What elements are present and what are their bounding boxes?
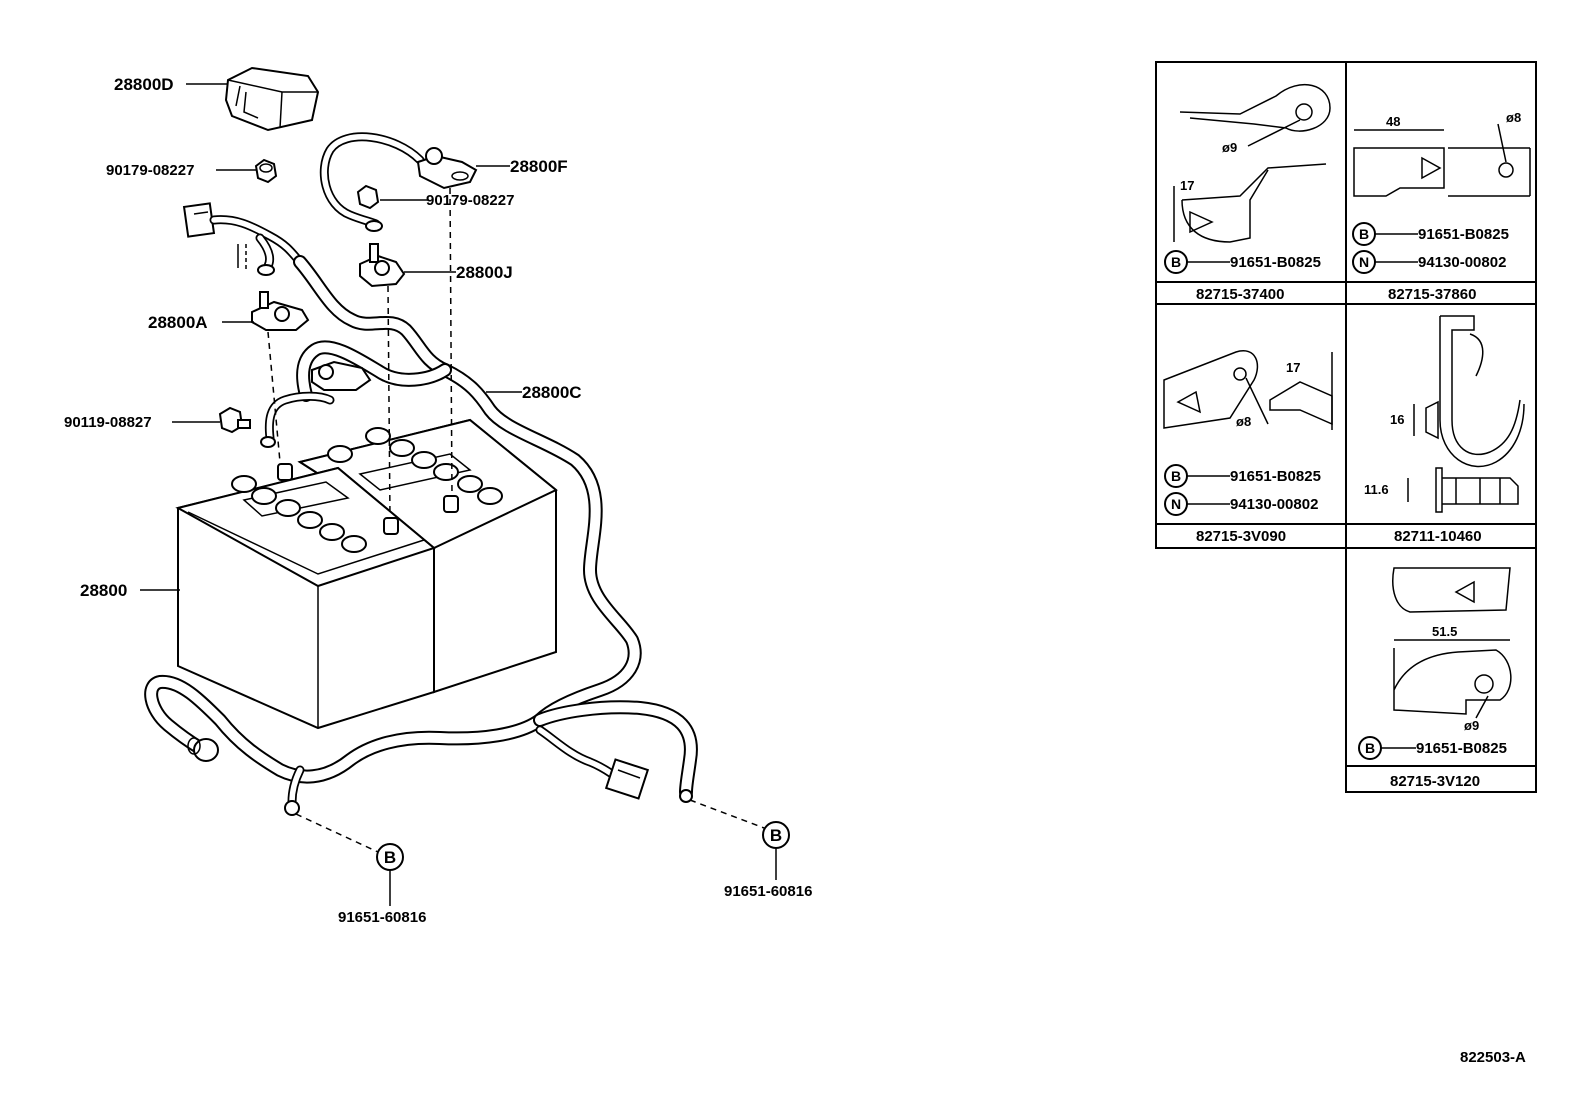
- svg-text:17: 17: [1180, 178, 1194, 193]
- battery-cover-28800D: [224, 66, 320, 132]
- label-90179-center: 90179-08227: [426, 192, 514, 209]
- label-28800J: 28800J: [456, 263, 513, 282]
- label-28800A: 28800A: [148, 313, 208, 332]
- battery-rear-caps: [327, 427, 503, 505]
- svg-text:17: 17: [1286, 360, 1300, 375]
- ref-b-left-part: 91651-60816: [338, 909, 426, 926]
- harness-terminal: [311, 360, 372, 391]
- terminal-28800J: [359, 243, 406, 288]
- nut-90179-center: [356, 184, 380, 210]
- label-28800: 28800: [80, 581, 127, 600]
- label-90119: 90119-08827: [64, 414, 152, 431]
- svg-text:ø9: ø9: [1222, 140, 1237, 155]
- ref-b-right-part: 91651-60816: [724, 883, 812, 900]
- eyelet-left: [284, 800, 300, 816]
- panel-82715-37860: 48 ø8 B 91651-B0825 N 94130-00802 82715-…: [1352, 110, 1531, 303]
- svg-text:ø8: ø8: [1236, 414, 1251, 429]
- connector-bottom: [604, 758, 650, 800]
- detail-panels: [1155, 61, 1537, 793]
- svg-text:B: B: [770, 826, 782, 845]
- svg-text:B: B: [1171, 468, 1181, 484]
- ref-b-right: B: [762, 821, 790, 880]
- label-28800F: 28800F: [510, 157, 568, 176]
- terminal-28800A: [251, 291, 310, 331]
- label-28800D: 28800D: [114, 75, 174, 94]
- svg-text:94130-00802: 94130-00802: [1230, 496, 1318, 513]
- svg-text:B: B: [1171, 254, 1181, 270]
- panel-82715-3V090: 17 ø8 B 91651-B0825 N 94130-00802 82715-…: [1163, 350, 1333, 545]
- svg-text:94130-00802: 94130-00802: [1418, 254, 1506, 271]
- connector-top-left: [182, 202, 305, 276]
- svg-text:ø8: ø8: [1506, 110, 1521, 125]
- svg-text:B: B: [1365, 740, 1375, 756]
- svg-text:N: N: [1171, 496, 1181, 512]
- panel-82715-3V120: 51.5 ø9 B 91651-B0825 82715-3V120: [1358, 567, 1512, 790]
- svg-text:B: B: [384, 848, 396, 867]
- figure-code: 822503-A: [1460, 1049, 1526, 1066]
- battery-rear: [297, 418, 558, 694]
- svg-text:16: 16: [1390, 412, 1404, 427]
- svg-text:91651-B0825: 91651-B0825: [1230, 468, 1321, 485]
- label-90179-left: 90179-08227: [106, 162, 194, 179]
- ref-b-left: B: [376, 843, 404, 906]
- alignment-lines: [267, 187, 765, 853]
- svg-text:ø9: ø9: [1464, 718, 1479, 733]
- eyelet-right: [679, 789, 693, 803]
- panel-82715-37400: ø9 17 B 91651-B0825 82715-37400: [1164, 83, 1331, 303]
- svg-text:11.6: 11.6: [1364, 482, 1389, 497]
- label-28800C: 28800C: [522, 383, 582, 402]
- cable-top-loop: [319, 132, 425, 232]
- panel-82711-10460: 16 11.6 82711-10460: [1364, 315, 1525, 545]
- main-harness-28800C: [144, 255, 698, 807]
- svg-text:B: B: [1359, 226, 1369, 242]
- svg-text:82715-37860: 82715-37860: [1388, 286, 1476, 303]
- battery-front-caps: [231, 475, 367, 553]
- svg-text:82715-37400: 82715-37400: [1196, 286, 1284, 303]
- nut-90179-left: [254, 158, 278, 184]
- svg-text:91651-B0825: 91651-B0825: [1416, 740, 1507, 757]
- svg-text:91651-B0825: 91651-B0825: [1418, 226, 1509, 243]
- svg-text:82711-10460: 82711-10460: [1394, 528, 1482, 545]
- svg-text:51.5: 51.5: [1432, 624, 1457, 639]
- svg-text:N: N: [1359, 254, 1369, 270]
- svg-text:82715-3V120: 82715-3V120: [1390, 773, 1480, 790]
- short-cable: [260, 391, 335, 448]
- grommet-left: [187, 737, 219, 762]
- terminal-28800F: [416, 147, 478, 190]
- svg-text:48: 48: [1386, 114, 1400, 129]
- bolt-90119: [218, 406, 251, 434]
- svg-text:82715-3V090: 82715-3V090: [1196, 528, 1286, 545]
- svg-text:91651-B0825: 91651-B0825: [1230, 254, 1321, 271]
- battery-front: [175, 463, 437, 730]
